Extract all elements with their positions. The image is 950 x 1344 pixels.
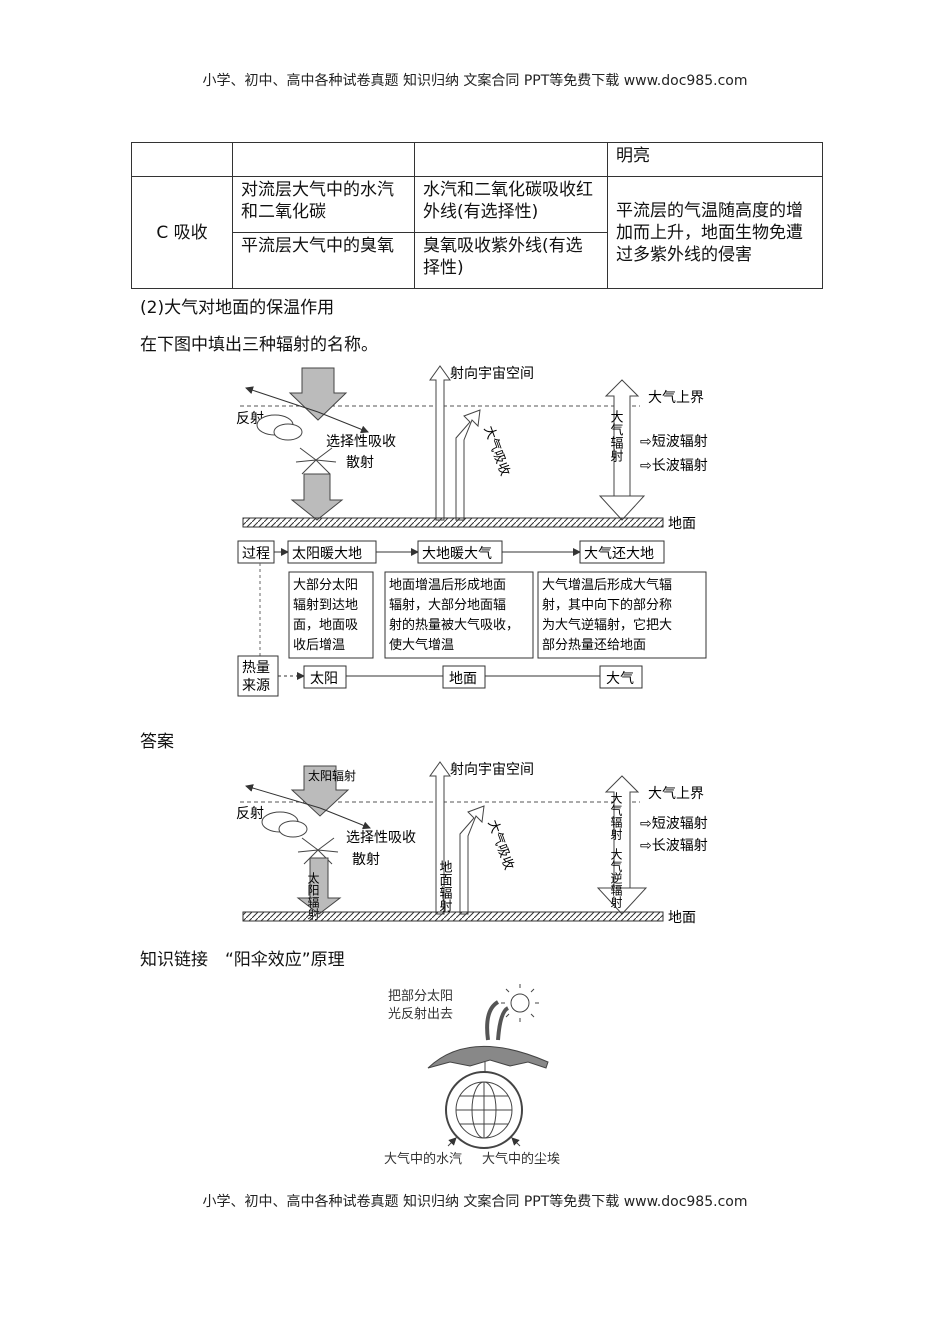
source-atmo: 大气: [606, 671, 634, 687]
short-wave-legend-2: ⇨短波辐射: [640, 816, 708, 832]
desc-1: 大部分太阳辐射到达地面，地面吸收后增温: [293, 578, 358, 653]
short-wave-legend: ⇨短波辐射: [640, 434, 708, 450]
source-sun: 太阳: [310, 671, 338, 687]
atmo-top-label: 大气上界: [648, 390, 704, 406]
cell-ozone-absorb: 臭氧吸收紫外线(有选择性): [414, 232, 608, 289]
solar-rad-label-2: 太阳辐射: [308, 768, 356, 783]
section2-title: (2)大气对地面的保温作用: [140, 298, 335, 318]
long-wave-legend: ⇨长波辐射: [640, 458, 708, 474]
cell-co2-absorb: 水汽和二氧化碳吸收红外线(有选择性): [414, 176, 608, 233]
ground-bar: [242, 517, 664, 528]
atmo-top-label-2: 大气上界: [648, 786, 704, 802]
solar-arrow-bottom: [290, 473, 344, 521]
umbrella-icon: [427, 1046, 549, 1069]
atmo-rad-label-2: 大气辐射: [609, 792, 623, 841]
desc-box-1: [288, 571, 374, 659]
sel-absorb-label-2: 选择性吸收: [346, 830, 416, 846]
sun-icon: [510, 993, 530, 1013]
cell-bright: 明亮: [607, 142, 823, 177]
reflect-label-2: 反射: [236, 806, 264, 822]
ground-rad-label-2: 地面辐射: [437, 860, 453, 912]
instruction: 在下图中填出三种辐射的名称。: [140, 335, 378, 355]
desc-3: 大气增温后形成大气辐射，其中向下的部分称为大气逆辐射，它把大部分热量还给地面: [542, 577, 672, 653]
vapor-label: 大气中的水汽: [384, 1151, 462, 1167]
scatter-label-2: 散射: [352, 852, 380, 868]
atmo-down-arrow: [598, 495, 646, 521]
solar-arrow-top: [288, 367, 348, 421]
process-step-1: 太阳暖大地: [292, 546, 362, 562]
diagram-1: 大气上界 反射 选择性吸收 散射 射向宇宙空间 大气吸收 大气辐射 ⇨短波辐射 …: [236, 365, 708, 697]
page-header: 小学、初中、高中各种试卷真题 知识归纳 文案合同 PPT等免费下载 www.do…: [202, 73, 748, 89]
answer-label: 答案: [140, 732, 174, 752]
scatter-icon: [295, 447, 337, 475]
ground-label-2: 地面: [668, 910, 696, 926]
svg-text:把部分太阳光反射出去: 把部分太阳光反射出去: [388, 989, 453, 1022]
source-ground: 地面: [449, 671, 477, 687]
dust-label: 大气中的尘埃: [482, 1151, 560, 1167]
atmo-absorb-label-2: 大气吸收: [484, 818, 517, 872]
desc-box-3: [537, 571, 707, 659]
sel-absorb-label: 选择性吸收: [326, 434, 396, 450]
atmo-absorb-label: 大气吸收: [480, 424, 513, 478]
umbrella-diagram: 把部分太阳光反射出去 大气中的水汽 大气中的尘埃: [384, 984, 560, 1167]
page-footer: 小学、初中、高中各种试卷真题 知识归纳 文案合同 PPT等免费下载 www.do…: [202, 1194, 748, 1210]
desc-2: 地面增温后形成地面辐射，大部分地面辐射的热量被大气吸收，使大气增温: [389, 578, 519, 653]
desc-box-2: [384, 571, 534, 659]
atmo-rad-label: 大气辐射: [608, 410, 624, 462]
space-label: 射向宇宙空间: [450, 366, 534, 382]
heat-source-label: 热量来源: [242, 660, 270, 694]
atmo-up-arrow: [604, 379, 640, 501]
atmo-absorb-arrow: [455, 409, 481, 521]
process-step-2: 大地暖大气: [422, 546, 492, 562]
ground-label: 地面: [668, 516, 696, 532]
long-wave-legend-2: ⇨长波辐射: [640, 838, 708, 854]
counter-rad-label-2: 大气逆辐射: [609, 848, 623, 909]
cell-ozone: 平流层大气中的臭氧: [232, 232, 415, 289]
cell-stratosphere-effect: 平流层的气温随高度的增加而上升，地面生物免遭过多紫外线的侵害: [607, 176, 823, 289]
cell-c-absorb: C 吸收: [131, 176, 233, 289]
diagram-2: 大气上界 太阳辐射 反射 选择性吸收 散射 太阳辐射 射向宇宙空间 大气吸收 地…: [236, 761, 708, 926]
absorption-table: 明亮 C 吸收 对流层大气中的水汽和二氧化碳 水汽和二氧化碳吸收红外线(有选择性…: [131, 142, 823, 289]
scatter-label: 散射: [346, 455, 374, 471]
solar-rad-label-2b: 太阳辐射: [306, 871, 320, 921]
process-label: 过程: [242, 546, 270, 562]
knowledge-title: 知识链接 “阳伞效应”原理: [140, 950, 345, 970]
cell-troposphere: 对流层大气中的水汽和二氧化碳: [232, 176, 415, 233]
space-arrow: [429, 365, 451, 521]
space-label-2: 射向宇宙空间: [450, 762, 534, 778]
process-step-3: 大气还大地: [584, 546, 654, 562]
